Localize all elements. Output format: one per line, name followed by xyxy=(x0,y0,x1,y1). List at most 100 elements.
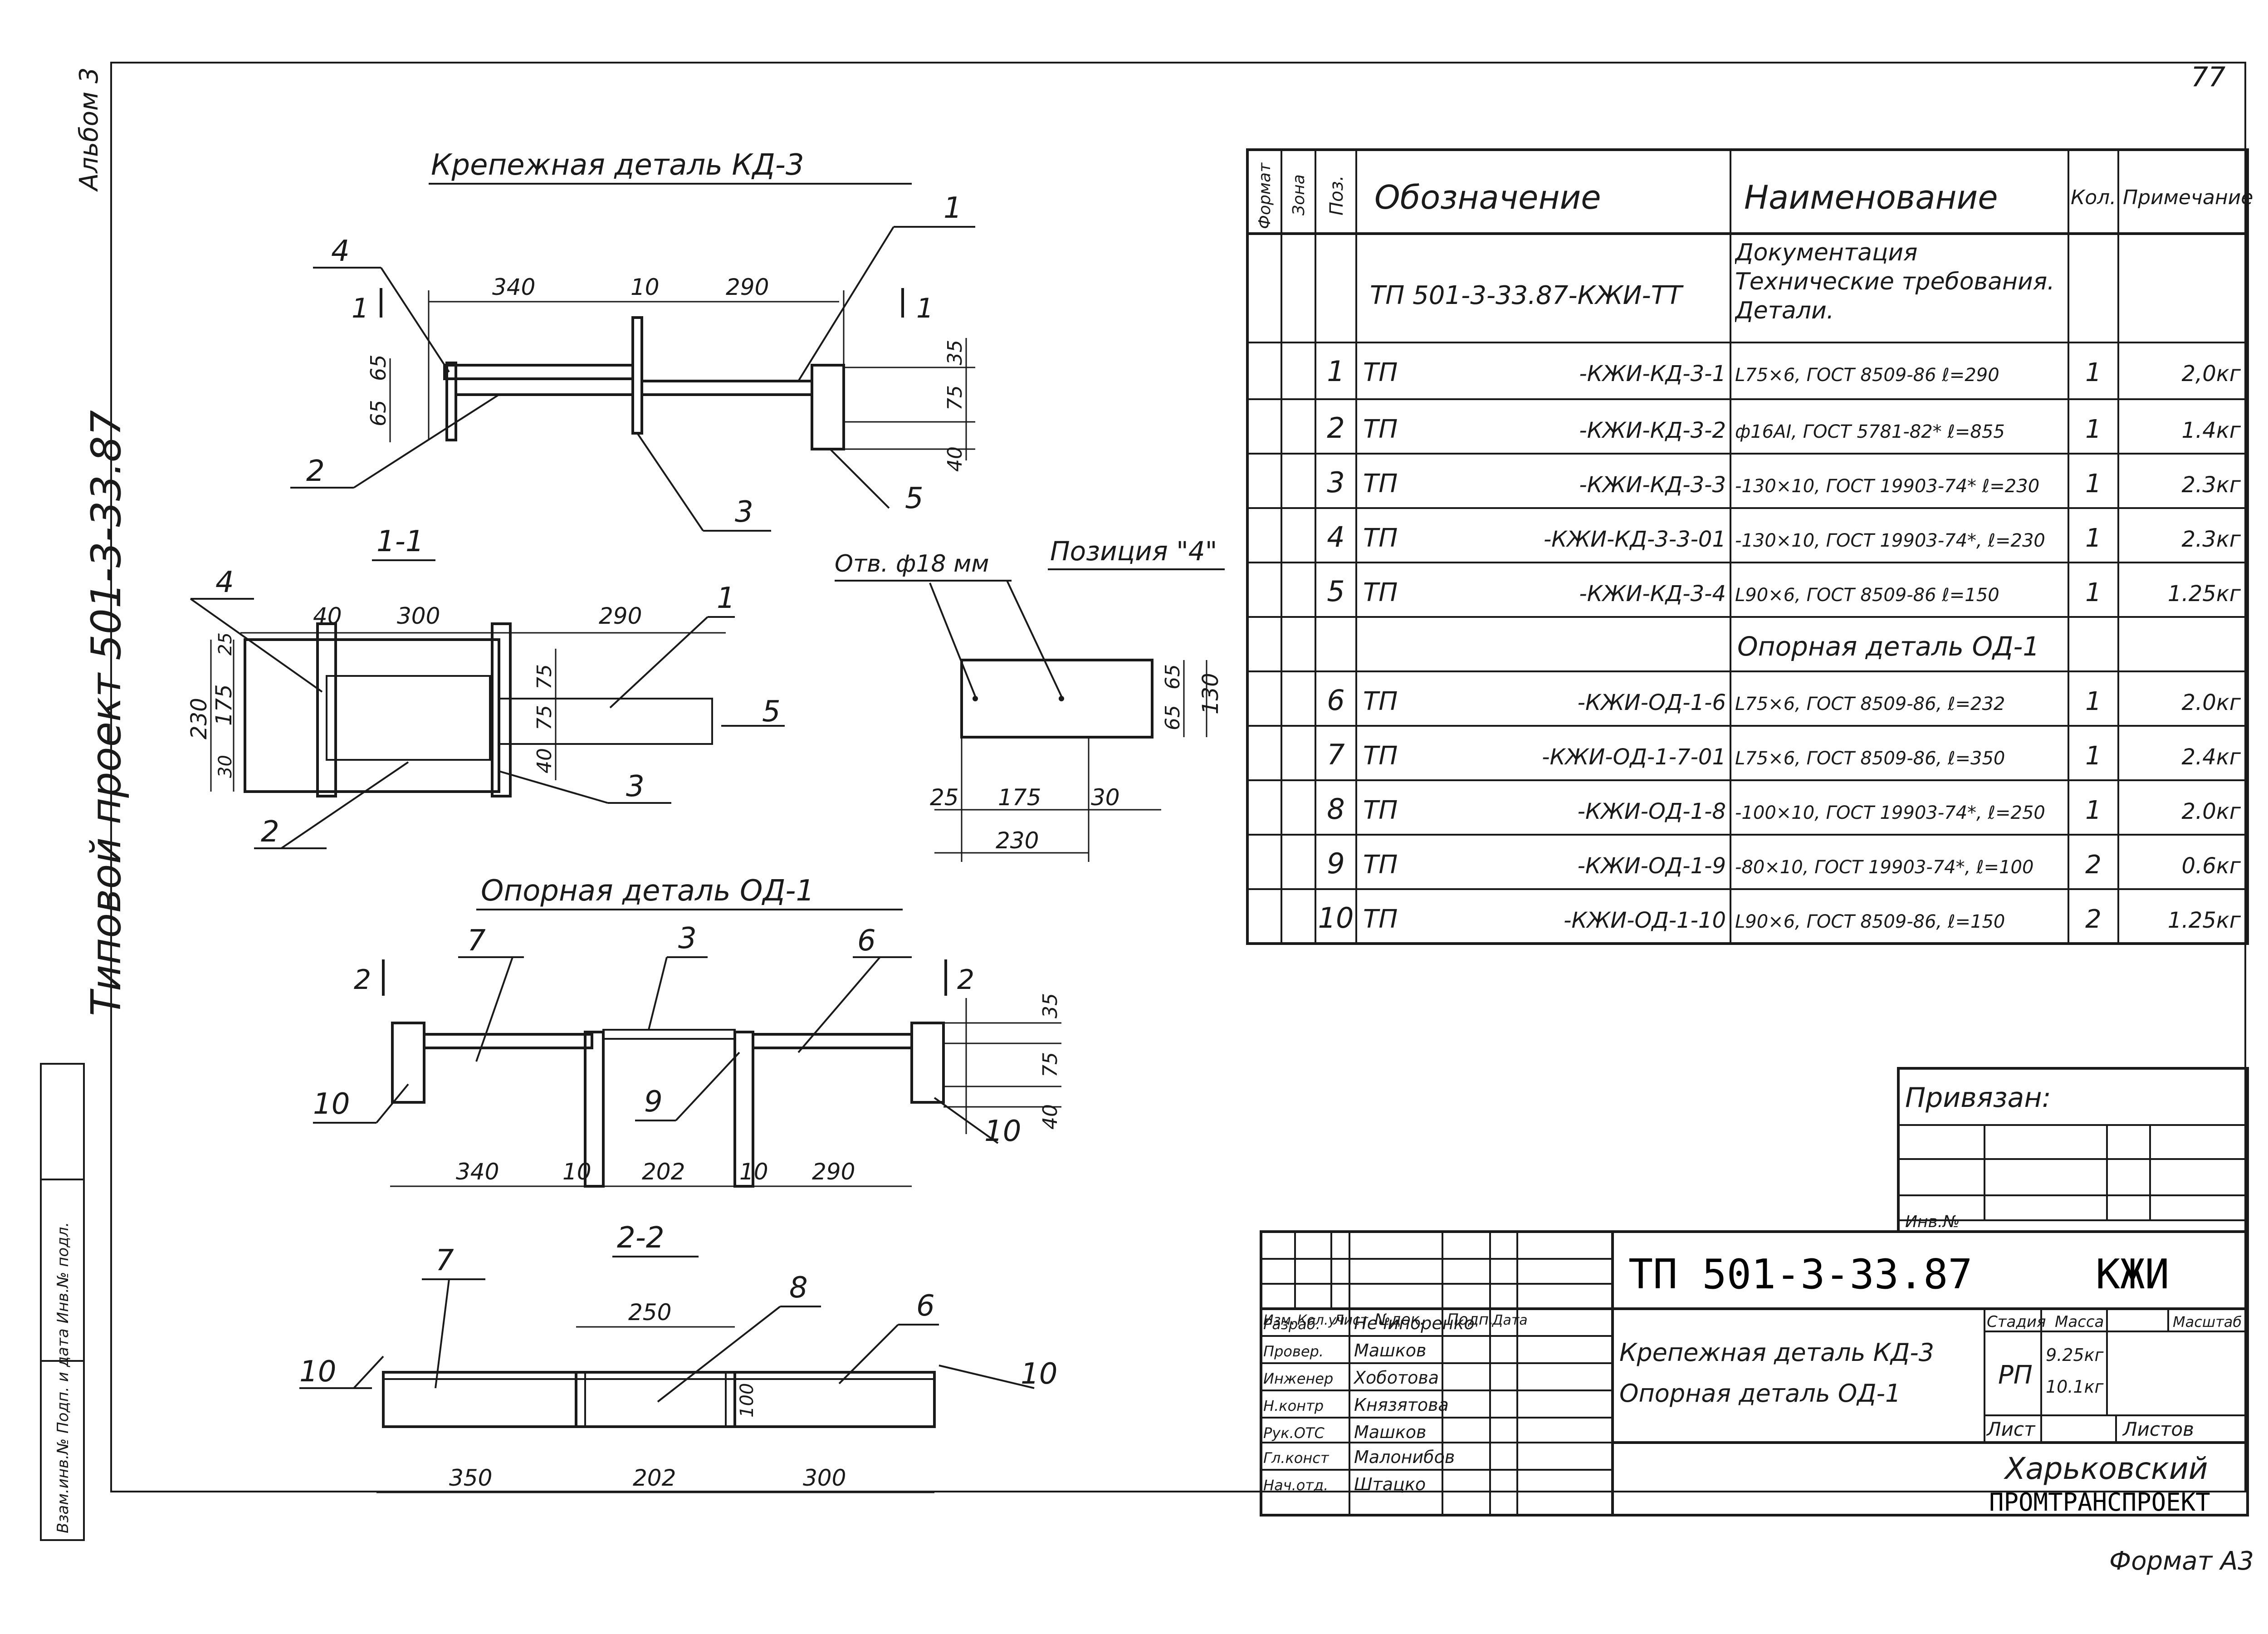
mass-1: 9.25кг xyxy=(2046,1345,2104,1365)
header-name: Наименование xyxy=(1744,178,1998,216)
svg-text:1: 1 xyxy=(352,293,369,324)
row-note: 2.4кг xyxy=(2181,744,2241,770)
row-pos: 8 xyxy=(1327,793,1344,826)
drawing-section-2-2: 2-2 250 350 202 300 100 7 8 6 10 10 xyxy=(299,1221,1057,1493)
row-name: L75×6, ГОСТ 8509-86, ℓ=350 xyxy=(1735,748,2005,769)
svg-text:Масса: Масса xyxy=(2055,1313,2104,1331)
svg-text:130: 130 xyxy=(1198,673,1223,714)
doc-designation: ТП 501-3-33.87-КЖИ-ТТ xyxy=(1370,281,1684,310)
svg-text:8: 8 xyxy=(789,1271,808,1305)
row-name: -130×10, ГОСТ 19903-74*, ℓ=230 xyxy=(1735,530,2045,551)
row-name: L75×6, ГОСТ 8509-86, ℓ=232 xyxy=(1735,694,2005,714)
vertical-margin: Альбом 3 Типовой проект 501-3-33.87 Взам… xyxy=(40,67,130,1541)
header-designation: Обозначение xyxy=(1374,178,1601,216)
signature-name: Машков xyxy=(1354,1340,1426,1360)
svg-text:3: 3 xyxy=(735,495,753,529)
signature-role: Разраб. xyxy=(1263,1316,1320,1333)
sec22-title: 2-2 xyxy=(617,1221,665,1255)
sheet-frame xyxy=(110,62,2246,1492)
svg-text:10: 10 xyxy=(299,1355,336,1389)
row-pos: 2 xyxy=(1327,411,1344,445)
signature-role: Н.контр xyxy=(1263,1397,1324,1414)
signature-name: Машков xyxy=(1354,1422,1426,1442)
row-code: -КЖИ-КД-3-3-01 xyxy=(1544,527,1726,552)
svg-text:25: 25 xyxy=(930,784,959,811)
svg-text:5: 5 xyxy=(905,482,924,515)
title-mark: КЖИ xyxy=(2096,1251,2170,1298)
svg-text:10: 10 xyxy=(1021,1357,1057,1391)
signature-role: Гл.конст xyxy=(1263,1449,1330,1467)
svg-text:30: 30 xyxy=(215,755,236,778)
row-tp: ТП xyxy=(1363,905,1398,934)
svg-text:65: 65 xyxy=(1161,664,1184,690)
row-name: -100×10, ГОСТ 19903-74*, ℓ=250 xyxy=(1735,802,2045,823)
binding-label: Привязан: xyxy=(1905,1082,2051,1114)
row-note: 2,0кг xyxy=(2181,361,2241,386)
row-pos: 4 xyxy=(1327,520,1344,553)
svg-text:2: 2 xyxy=(354,964,371,996)
row-pos: 9 xyxy=(1327,847,1344,880)
svg-text:202: 202 xyxy=(642,1159,685,1185)
margin-stamp-text: Взам.инв.№ Подп. и дата Инв.№ подл. xyxy=(54,1222,72,1533)
svg-text:75: 75 xyxy=(533,664,556,690)
row-note: 2.0кг xyxy=(2181,690,2241,715)
spec-table: Формат Зона Поз. Обозначение Наименовани… xyxy=(1246,148,2253,945)
svg-text:5: 5 xyxy=(762,695,781,729)
row-section-heading: Опорная деталь ОД-1 xyxy=(1737,631,2039,662)
title-code: ТП 501-3-33.87 xyxy=(1628,1251,1973,1298)
svg-text:290: 290 xyxy=(599,603,642,629)
svg-text:175: 175 xyxy=(998,784,1041,811)
row-code: -КЖИ-КД-3-4 xyxy=(1579,581,1726,607)
svg-text:Изм.: Изм. xyxy=(1263,1312,1295,1328)
header-zone: Зона xyxy=(1290,174,1308,215)
svg-text:9: 9 xyxy=(644,1085,663,1119)
row-note: 1.4кг xyxy=(2181,418,2241,443)
svg-text:350: 350 xyxy=(449,1465,492,1491)
org-name-2: ПРОМТРАНСПРОЕКТ xyxy=(1989,1488,2210,1517)
svg-text:7: 7 xyxy=(467,924,486,958)
svg-text:30: 30 xyxy=(1091,784,1120,811)
drawing-od1: Опорная деталь ОД-1 340 10 202 10 290 35… xyxy=(313,874,1062,1188)
row-tp: ТП xyxy=(1363,358,1398,387)
svg-text:75: 75 xyxy=(533,705,556,730)
row-code: -КЖИ-КД-3-1 xyxy=(1579,361,1726,386)
drawing-position-4: Позиция "4" Отв. ф18 мм 25 175 30 230 65… xyxy=(835,536,1225,862)
svg-text:2: 2 xyxy=(957,964,974,996)
signature-role: Провер. xyxy=(1263,1343,1324,1360)
svg-text:3: 3 xyxy=(626,770,645,803)
row-note: 2.0кг xyxy=(2181,799,2241,824)
signature-name: Штацко xyxy=(1354,1474,1426,1494)
svg-text:2: 2 xyxy=(261,815,279,849)
drawing-section-1-1: 1-1 40 300 290 230 25 175 30 75 75 40 4 … xyxy=(186,525,785,849)
row-code: -КЖИ-КД-3-2 xyxy=(1579,418,1726,443)
row-note: 2.3кг xyxy=(2181,527,2241,552)
svg-text:№док.: №док. xyxy=(1374,1311,1425,1329)
svg-text:230: 230 xyxy=(996,827,1039,854)
row-pos: 1 xyxy=(1327,355,1344,388)
row-name: -80×10, ГОСТ 19903-74*, ℓ=100 xyxy=(1735,857,2033,878)
header-pos: Поз. xyxy=(1326,175,1347,215)
sheet-title-2: Опорная деталь ОД-1 xyxy=(1619,1379,1901,1408)
svg-text:75: 75 xyxy=(943,385,967,411)
drawing-kd3: Крепежная деталь КД-3 340 10 290 65 65 3… xyxy=(290,148,975,532)
row-note: 0.6кг xyxy=(2181,853,2241,879)
row-qty: 1 xyxy=(2085,523,2102,553)
svg-text:250: 250 xyxy=(628,1299,671,1326)
row-code: -КЖИ-ОД-1-8 xyxy=(1578,799,1726,824)
row-tp: ТП xyxy=(1363,578,1398,607)
svg-text:2: 2 xyxy=(306,455,325,488)
svg-text:Масштаб: Масштаб xyxy=(2173,1313,2242,1331)
svg-text:Лист: Лист xyxy=(1986,1418,2036,1440)
row-name: -130×10, ГОСТ 19903-74* ℓ=230 xyxy=(1735,476,2039,497)
row-qty: 1 xyxy=(2085,796,2102,825)
binding-inv: Инв.№ xyxy=(1905,1213,1960,1231)
row-code: -КЖИ-ОД-1-9 xyxy=(1578,853,1726,879)
row-pos: 3 xyxy=(1327,466,1344,499)
svg-text:6: 6 xyxy=(916,1289,935,1323)
signature-role: Инженер xyxy=(1263,1370,1333,1387)
row-qty: 1 xyxy=(2085,741,2102,771)
svg-text:40: 40 xyxy=(1039,1104,1062,1130)
svg-text:25: 25 xyxy=(215,632,236,656)
